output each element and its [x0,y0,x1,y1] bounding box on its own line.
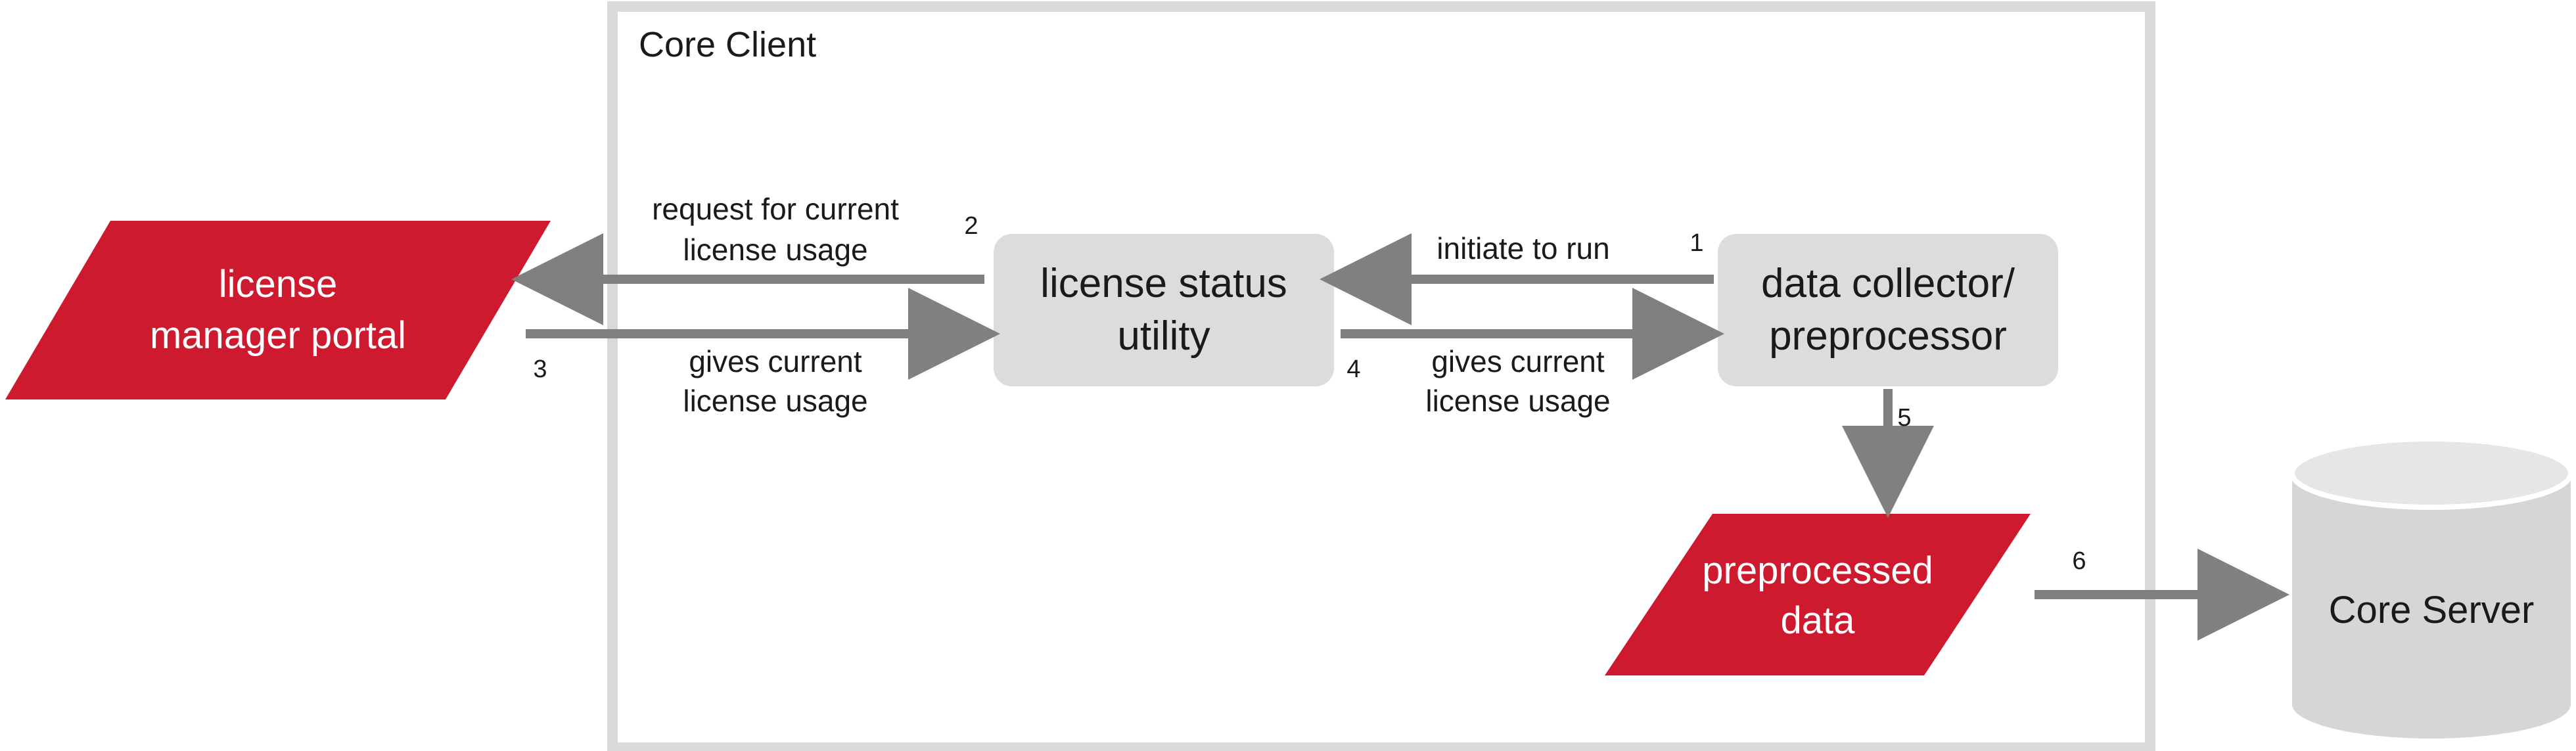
core-client-title: Core Client [639,25,816,64]
edge-initiate-to-run: 1 initiate to run [1320,229,1714,325]
edge-1-label: initiate to run [1437,231,1609,265]
edge-4-label-line2: license usage [1425,384,1610,418]
license-status-utility-node: license status utility [994,234,1334,386]
preprocessed-label-line2: data [1781,599,1856,642]
core-server-node: Core Server [2289,436,2573,739]
license-manager-portal-node: license manager portal [5,221,551,399]
preprocessed-data-node: preprocessed data [1605,514,2031,675]
edge-2-step-number: 2 [964,212,978,240]
edge-4-label-line1: gives current [1431,344,1605,378]
edge-2-label-line2: license usage [683,233,867,267]
edge-request-license-usage: 2 request for current license usage [511,192,984,325]
data-collector-node: data collector/ preprocessor [1718,234,2058,386]
utility-label-line2: utility [1117,313,1210,359]
edge-gives-usage-to-utility: 3 gives current license usage [526,288,1000,418]
edge-preprocessed-to-server: 6 [2035,547,2289,641]
collector-label-line1: data collector/ [1761,261,2015,306]
collector-label-line2: preprocessor [1769,313,2007,359]
edge-5-step-number: 5 [1897,404,1911,432]
preprocessed-label-line1: preprocessed [1702,549,1933,592]
utility-label-line1: license status [1040,261,1287,306]
edge-3-label-line1: gives current [689,344,862,378]
core-client-frame: Core Client [607,1,2155,751]
edge-3-label-line2: license usage [683,384,867,418]
edge-2-label-line1: request for current [652,192,899,226]
portal-label-line1: license [219,263,338,306]
edge-6-step-number: 6 [2072,547,2086,575]
edge-1-step-number: 1 [1690,229,1703,257]
edge-3-step-number: 3 [533,355,547,383]
edge-gives-usage-to-collector: 4 gives current license usage [1341,288,1724,418]
edge-collector-to-preprocessed: 5 [1842,389,1934,518]
edge-4-step-number: 4 [1346,355,1360,383]
portal-label-line2: manager portal [150,314,406,357]
core-server-label: Core Server [2329,589,2535,631]
